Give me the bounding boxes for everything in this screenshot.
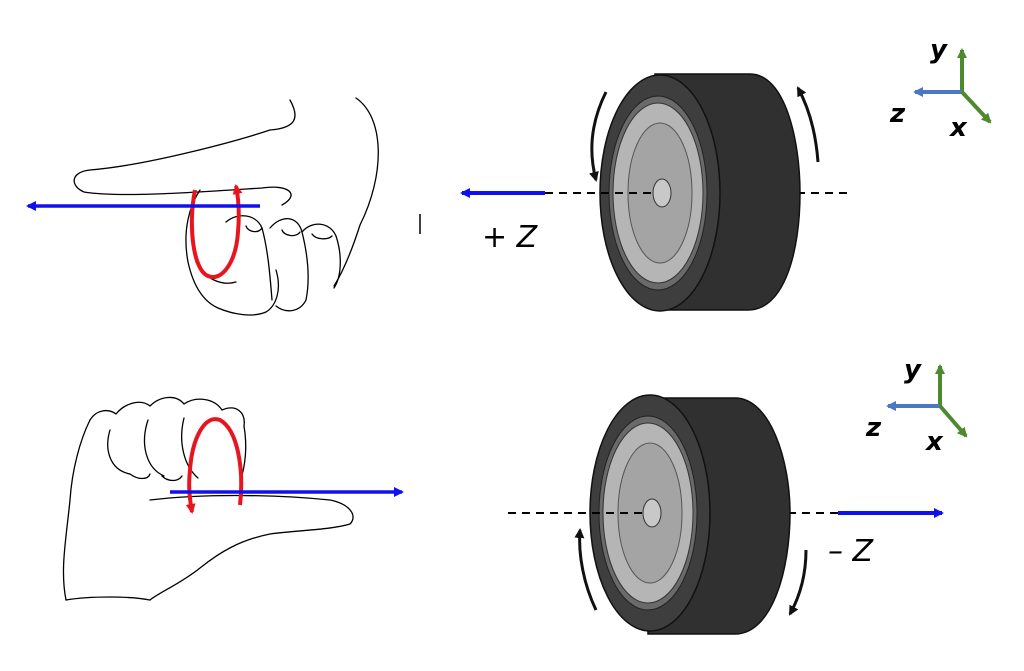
rotation-arrow-icon bbox=[589, 91, 608, 182]
rotation-arrow-icon bbox=[574, 528, 598, 611]
top-panel: + Z y z x bbox=[26, 35, 992, 316]
right-hand-thumb-right-icon bbox=[62, 396, 354, 601]
axis-y-label: y bbox=[930, 35, 948, 65]
minus-z-label: – Z bbox=[828, 534, 875, 569]
rotation-arrow-icon bbox=[796, 86, 820, 163]
wheel-icon bbox=[545, 73, 801, 312]
curl-arrow bbox=[185, 417, 244, 514]
wheel-icon bbox=[508, 394, 791, 635]
axis-z-label: z bbox=[865, 413, 882, 443]
rotation-arrow-icon bbox=[788, 549, 808, 616]
axis-z-label: z bbox=[889, 99, 906, 129]
axis-x-label: x bbox=[924, 427, 944, 457]
bottom-panel: – Z y z x bbox=[62, 355, 968, 635]
axis-x-label: x bbox=[948, 113, 968, 143]
axes-triad-icon: y z x bbox=[889, 35, 992, 143]
axes-triad-icon: y z x bbox=[865, 355, 968, 457]
curl-arrow bbox=[189, 184, 243, 280]
axis-y-label: y bbox=[904, 355, 922, 385]
plus-z-label: + Z bbox=[482, 220, 539, 255]
